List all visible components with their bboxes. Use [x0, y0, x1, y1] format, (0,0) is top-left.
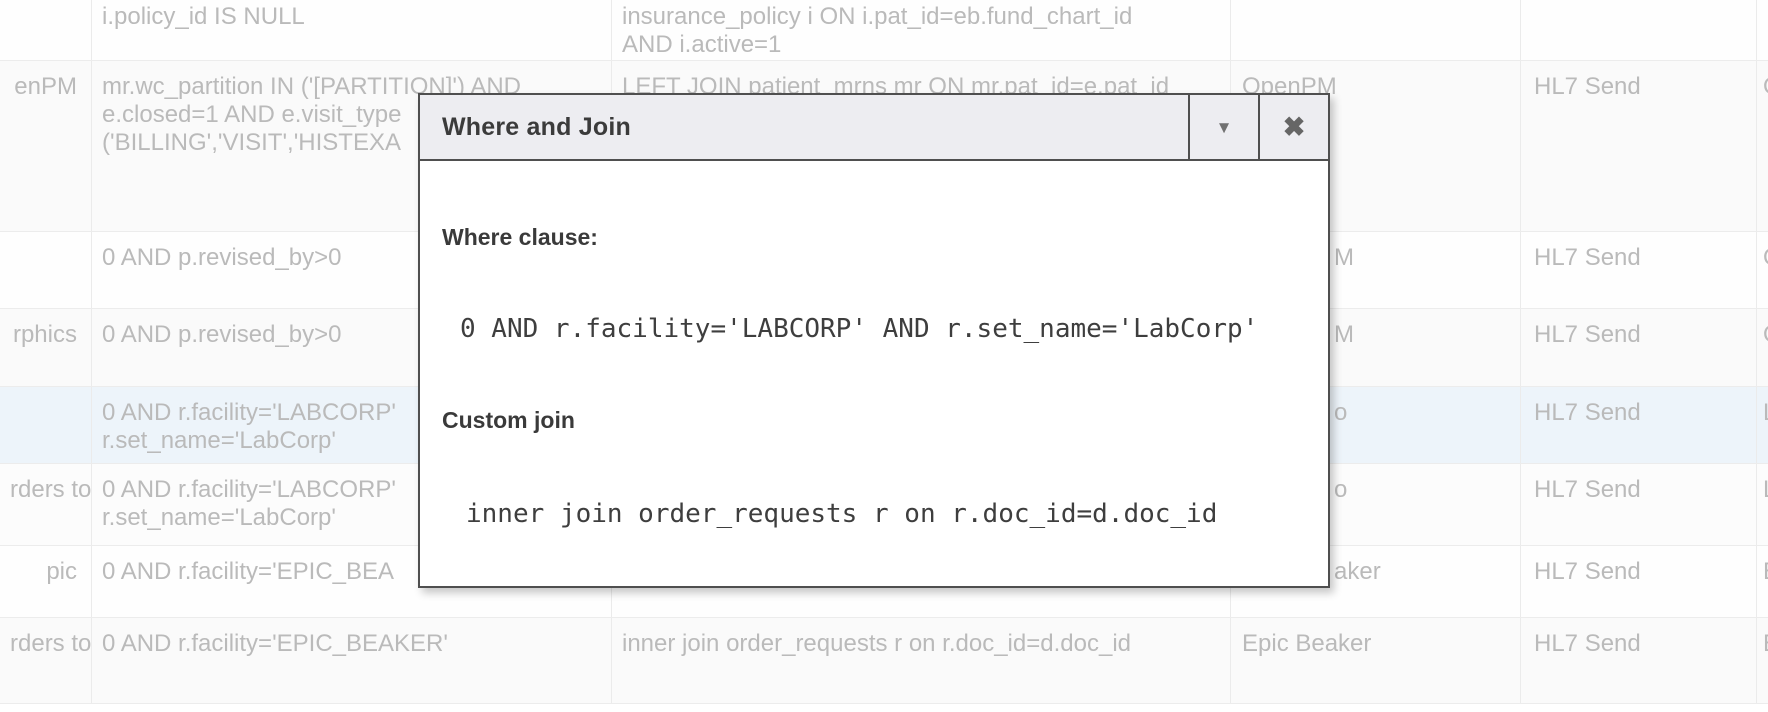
dialog-body: Where clause: 0 AND r.facility='LABCORP'… — [420, 161, 1328, 531]
table-cell — [1520, 0, 1756, 60]
table-cell: 0 AND r.facility='LABCORP' r.set_name='L… — [91, 387, 611, 463]
table-cell — [1230, 0, 1520, 60]
table-cell: O — [1756, 309, 1768, 386]
table-cell: pic — [46, 558, 77, 585]
table-cell: 0 AND r.facility='LABCORP' r.set_name='L… — [91, 464, 611, 545]
table-cell — [0, 387, 91, 463]
table-cell: L — [1756, 387, 1768, 463]
chevron-down-icon: ▼ — [1215, 117, 1233, 137]
where-and-join-dialog: Where and Join ▼ ✖ Where clause: 0 AND r… — [418, 93, 1330, 588]
where-clause-value: 0 AND r.facility='LABCORP' AND r.set_nam… — [460, 314, 1259, 344]
table-cell: i.policy_id IS NULL — [91, 0, 611, 60]
table-cell: rders to — [10, 630, 91, 657]
table-cell: 0 AND p.revised_by>0 — [91, 309, 611, 386]
table-cell: E — [1756, 546, 1768, 617]
table-cell: L — [1756, 464, 1768, 545]
table-cell: HL7 Send — [1520, 387, 1756, 463]
table-cell: HL7 Send — [1520, 232, 1756, 308]
table-cell: E — [1756, 618, 1768, 703]
dialog-titlebar[interactable]: Where and Join ▼ ✖ — [420, 95, 1328, 161]
table-cell: HL7 Send — [1520, 464, 1756, 545]
table-cell: rders to — [10, 476, 91, 503]
table-cell: HL7 Send — [1520, 61, 1756, 231]
close-button[interactable]: ✖ — [1258, 95, 1328, 159]
where-clause-label: Where clause: — [442, 224, 598, 250]
table-cell: 0 AND r.facility='EPIC_BEAKER' — [91, 618, 611, 703]
table-cell — [1756, 0, 1768, 60]
table-cell: inner join order_requests r on r.doc_id=… — [611, 618, 1230, 703]
custom-join-label: Custom join — [442, 407, 575, 433]
table-cell: HL7 Send — [1520, 618, 1756, 703]
custom-join-value: inner join order_requests r on r.doc_id=… — [466, 499, 1218, 529]
dialog-title: Where and Join — [442, 112, 631, 141]
table-cell: rphics — [12, 321, 77, 348]
collapse-button[interactable]: ▼ — [1188, 95, 1258, 159]
table-cell: HL7 Send — [1520, 546, 1756, 617]
table-cell: 0 AND p.revised_by>0 — [91, 232, 611, 308]
table-cell: HL7 Send — [1520, 309, 1756, 386]
close-icon: ✖ — [1282, 111, 1306, 142]
table-cell: insurance_policy i ON i.pat_id=eb.fund_c… — [611, 0, 1230, 60]
table-cell: O — [1756, 232, 1768, 308]
table-cell — [0, 0, 91, 60]
table-cell: 0 AND r.facility='EPIC_BEA — [91, 546, 611, 617]
table-cell: enPM — [14, 73, 77, 100]
table-cell: O — [1756, 61, 1768, 231]
table-cell: mr.wc_partition IN ('[PARTITION]') AND e… — [91, 61, 611, 231]
table-cell: Epic Beaker — [1230, 618, 1520, 703]
table-cell — [0, 232, 91, 308]
